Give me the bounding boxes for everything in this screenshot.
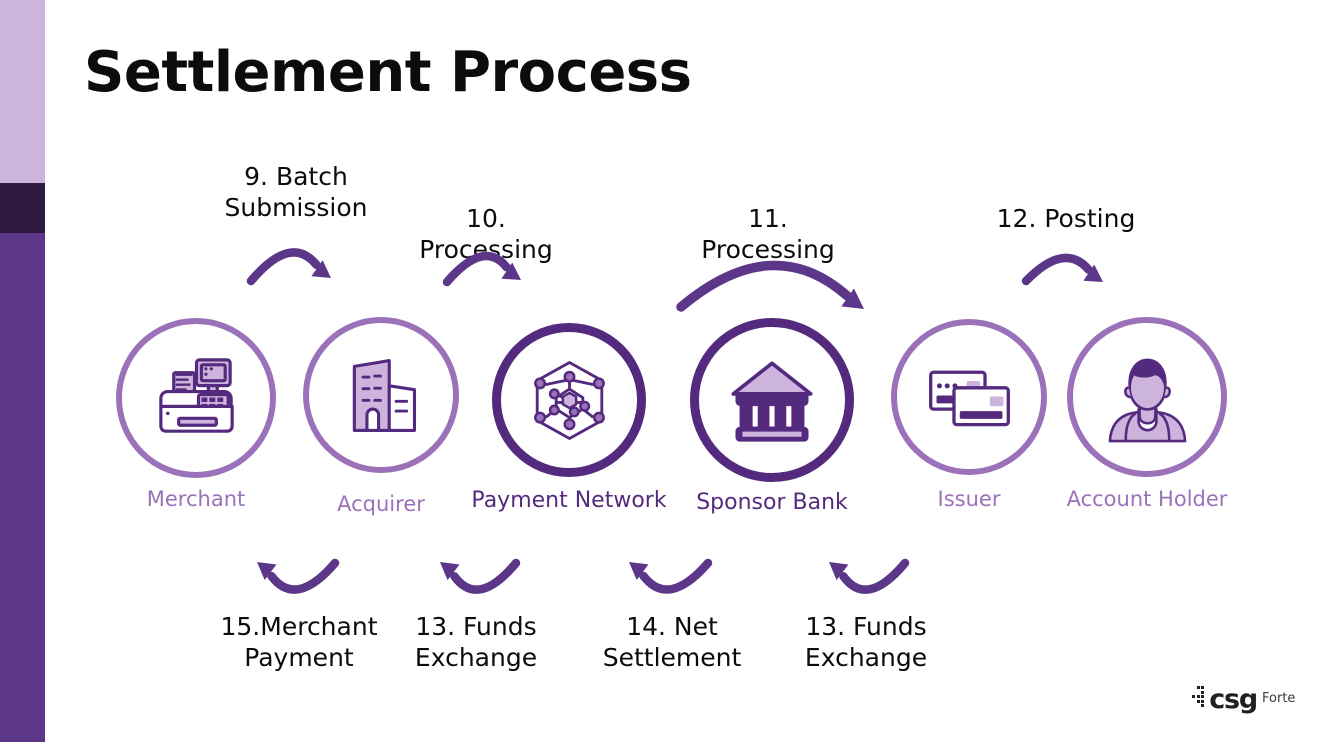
caption-step-14: 14. Net Settlement bbox=[602, 612, 742, 672]
node-label-merchant: Merchant bbox=[146, 487, 246, 511]
node-label-sponsor-bank: Sponsor Bank bbox=[696, 490, 848, 515]
office-building-icon bbox=[303, 317, 459, 473]
caption-step-11: 11. Processing bbox=[701, 204, 835, 264]
node-label-payment-network: Payment Network bbox=[471, 488, 667, 513]
caption-step-9: 9. Batch Submission bbox=[224, 162, 368, 222]
arrow-step-15 bbox=[257, 558, 340, 594]
cash-register-icon bbox=[116, 318, 276, 478]
arrow-step-13a bbox=[440, 558, 521, 594]
logo-wordmark: csg bbox=[1209, 683, 1258, 715]
node-label-issuer: Issuer bbox=[937, 487, 1001, 511]
arrow-step-9 bbox=[246, 248, 331, 286]
node-label-acquirer: Acquirer bbox=[337, 492, 425, 516]
page-title: Settlement Process bbox=[84, 40, 692, 105]
person-avatar-icon bbox=[1067, 317, 1227, 477]
caption-step-13a: 13. Funds Exchange bbox=[414, 612, 538, 672]
caption-step-15: 15.Merchant Payment bbox=[220, 612, 378, 672]
payment-cards-icon bbox=[891, 319, 1047, 475]
node-account-holder[interactable] bbox=[1067, 317, 1227, 477]
network-hexagon-icon bbox=[492, 323, 646, 477]
node-issuer[interactable] bbox=[891, 319, 1047, 475]
bank-building-icon bbox=[690, 318, 854, 482]
arrow-step-11 bbox=[676, 260, 864, 312]
csg-forte-logo: csg Forte bbox=[1192, 683, 1296, 715]
node-merchant[interactable] bbox=[116, 318, 276, 478]
csg-dot-matrix-icon bbox=[1192, 686, 1205, 708]
node-ring-merchant bbox=[116, 318, 276, 478]
node-label-account-holder: Account Holder bbox=[1066, 487, 1228, 511]
accent-bar-bottom bbox=[0, 233, 45, 742]
arrow-step-13b bbox=[829, 558, 910, 594]
arrow-step-14 bbox=[629, 558, 713, 594]
accent-bar-top bbox=[0, 0, 45, 183]
node-acquirer[interactable] bbox=[303, 317, 459, 473]
logo-suffix: Forte bbox=[1262, 691, 1296, 707]
caption-step-12: 12. Posting bbox=[996, 204, 1136, 233]
arrow-step-12 bbox=[1021, 253, 1103, 286]
accent-bar-middle bbox=[0, 183, 45, 233]
node-payment-network[interactable] bbox=[492, 323, 646, 477]
node-sponsor-bank[interactable] bbox=[690, 318, 854, 482]
caption-step-13b: 13. Funds Exchange bbox=[804, 612, 928, 672]
caption-step-10: 10. Processing bbox=[419, 204, 553, 264]
